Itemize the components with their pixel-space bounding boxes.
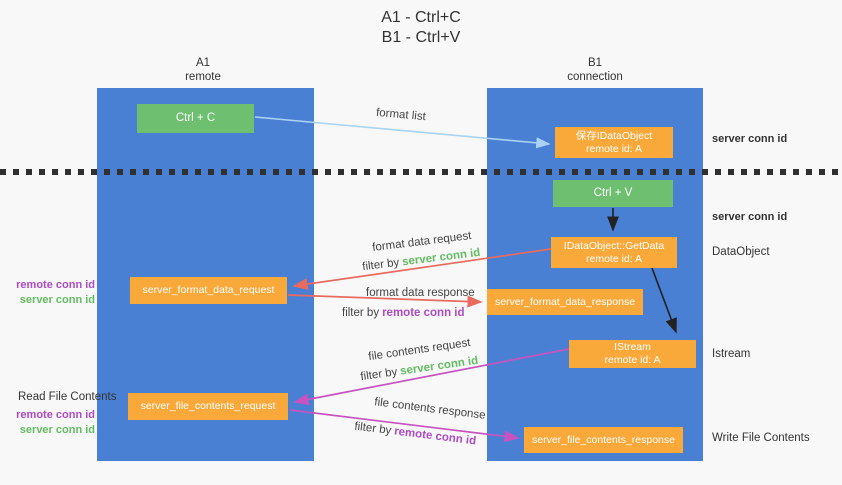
left-conn-id-stack-1: remote conn id server conn id [10, 278, 95, 308]
server-file-contents-request-label: server_file_contents_request [140, 400, 276, 412]
title-line-1: A1 - Ctrl+C [381, 9, 461, 26]
format-data-response-label: format data response [366, 287, 475, 299]
column-header-b1: B1 connection [545, 56, 645, 84]
ctrl-c-box: Ctrl + C [137, 104, 254, 133]
server-format-data-request-label: server_format_data_request [142, 284, 275, 296]
save-idataobject-line2: remote id: A [585, 142, 643, 155]
left-conn-id-stack-2: remote conn id server conn id [10, 408, 95, 438]
idataobject-getdata-box: IDataObject::GetData remote id: A [551, 237, 677, 268]
column-a1-name: A1 [195, 57, 211, 69]
ctrl-v-box: Ctrl + V [553, 180, 673, 207]
format-list-label: format list [375, 106, 427, 124]
filter-by-text: filter by [359, 366, 399, 384]
ctrl-v-label: Ctrl + V [593, 187, 633, 199]
left-remote-conn-id-2: remote conn id [16, 409, 95, 421]
filter-by-text: filter by [361, 256, 400, 274]
remote-conn-id-text: remote conn id [382, 307, 465, 319]
server-format-data-request-box: server_format_data_request [130, 277, 287, 304]
getdata-line1: IDataObject::GetData [563, 239, 665, 252]
istream-side-label: Istream [712, 348, 751, 360]
column-b1-subtitle: connection [567, 71, 623, 83]
istream-line1: IStream [614, 341, 651, 353]
server-file-contents-response-box: server_file_contents_response [524, 427, 683, 453]
filter-by-text: filter by [353, 420, 392, 438]
column-b1-name: B1 [587, 57, 603, 69]
server-conn-id-text: server conn id [399, 354, 479, 378]
diagram-title: A1 - Ctrl+C B1 - Ctrl+V [0, 8, 842, 48]
server-format-data-response-label: server_format_data_response [494, 295, 636, 308]
ctrl-c-label: Ctrl + C [175, 112, 216, 124]
write-file-contents-label: Write File Contents [712, 432, 810, 444]
right-server-conn-id-2: server conn id [712, 211, 788, 223]
getdata-line2: remote id: A [585, 252, 643, 265]
read-file-contents-label: Read File Contents [18, 391, 117, 403]
left-server-conn-id-2: server conn id [19, 424, 95, 436]
dataobject-label: DataObject [712, 246, 770, 258]
save-idataobject-box: 保存IDataObject remote id: A [555, 127, 673, 158]
left-server-conn-id-1: server conn id [19, 294, 95, 306]
server-conn-id-text: server conn id [401, 246, 481, 269]
file-contents-response-label: file contents response [373, 396, 487, 422]
server-file-contents-request-box: server_file_contents_request [128, 393, 288, 420]
column-a1-subtitle: remote [185, 71, 221, 83]
filter-by-text: filter by [342, 307, 380, 319]
istream-box: IStream remote id: A [569, 340, 696, 368]
title-line-2: B1 - Ctrl+V [381, 29, 461, 46]
column-header-a1: A1 remote [153, 56, 253, 84]
istream-line2: remote id: A [604, 354, 661, 366]
right-server-conn-id-1: server conn id [712, 133, 788, 145]
remote-conn-id-text: remote conn id [393, 425, 477, 448]
session-divider-dotted-line [0, 169, 842, 175]
left-remote-conn-id-1: remote conn id [16, 279, 95, 291]
server-format-data-response-box: server_format_data_response [487, 289, 643, 315]
save-idataobject-line1: 保存IDataObject [575, 129, 653, 142]
server-file-contents-response-label: server_file_contents_response [531, 433, 675, 446]
